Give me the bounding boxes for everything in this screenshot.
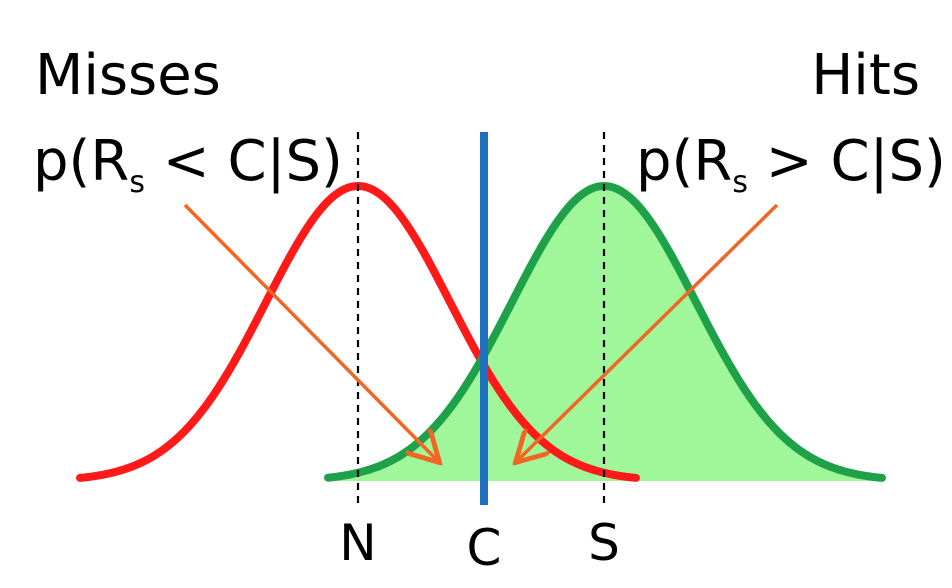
misses-formula-suffix: < C|S) [145,129,343,194]
criterion-label: C [467,519,502,577]
hits-formula-prefix: p(R [636,129,732,194]
hits-formula-subscript: s [732,165,748,200]
signal-mean-label: S [588,514,620,572]
hits-arrow [518,203,779,460]
hits-formula-suffix: > C|S) [748,129,946,194]
hits-label: Hits [811,43,920,108]
misses-formula: p(Rs < C|S) [33,129,343,200]
misses-formula-subscript: s [129,165,145,200]
noise-mean-label: N [339,514,376,572]
hits-formula: p(Rs > C|S) [636,129,946,200]
misses-arrow [183,203,437,460]
misses-formula-prefix: p(R [33,129,129,194]
misses-label: Misses [35,43,221,108]
